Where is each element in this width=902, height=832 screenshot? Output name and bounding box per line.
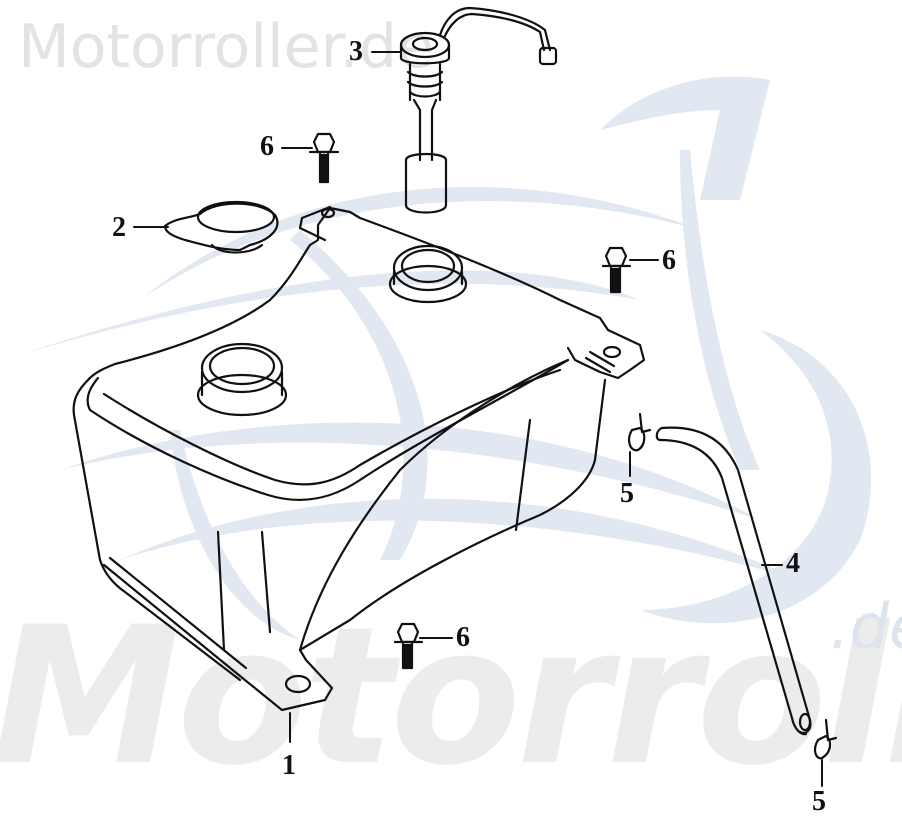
filler-cap-part xyxy=(163,200,279,254)
callout-1-fuel-tank: 1 xyxy=(282,750,296,781)
flange-bolt-part-right xyxy=(601,246,632,294)
fuel-hose-part xyxy=(655,426,812,736)
watermark-big-text: Motorroller xyxy=(0,586,902,807)
callout-4-fuel-hose: 4 xyxy=(786,548,800,579)
watermark-top-text: Motorroller.de xyxy=(18,12,434,82)
callout-3-fuel-sender: 3 xyxy=(349,36,363,67)
hose-clamp-part-upper xyxy=(628,412,652,452)
callout-6-bolt-top-left: 6 xyxy=(260,131,274,162)
watermark-domain-suffix: .de xyxy=(830,590,902,663)
flange-bolt-part-top-left xyxy=(308,132,340,184)
callout-6-bolt-right: 6 xyxy=(662,245,676,276)
callout-5-hose-clamp-lower: 5 xyxy=(812,786,826,817)
fuel-level-sender-part xyxy=(399,6,558,214)
callout-6-bolt-bottom: 6 xyxy=(456,622,470,653)
hose-clamp-part-lower xyxy=(813,718,838,760)
callout-5-hose-clamp-upper: 5 xyxy=(620,478,634,509)
flange-bolt-part-bottom xyxy=(393,622,424,670)
fuel-tank-part xyxy=(72,205,646,712)
callout-2-filler-cap: 2 xyxy=(112,212,126,243)
leader-lines xyxy=(133,51,823,787)
